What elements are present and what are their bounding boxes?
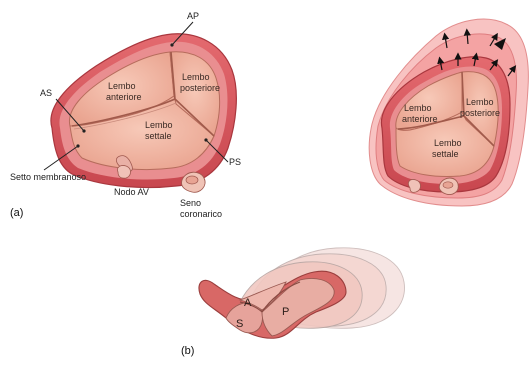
label-anterior-leaflet-1: Lembo [108, 81, 136, 91]
label-ps: PS [229, 157, 241, 167]
label-septal-leaflet-1: Lembo [145, 120, 173, 130]
label-ap: AP [187, 11, 199, 21]
label-letter-s: S [236, 318, 243, 331]
label-anterior-leaflet-right-1: Lembo [404, 103, 432, 113]
label-as: AS [40, 88, 52, 98]
label-coronary-sinus-2: coronarico [180, 209, 222, 219]
label-av-node: Nodo AV [114, 187, 149, 197]
caption-b: (b) [181, 345, 194, 358]
label-posterior-leaflet-1: Lembo [182, 72, 210, 82]
label-septal-leaflet-2: settale [145, 131, 172, 141]
coronary-sinus-shape [181, 172, 205, 192]
caption-a: (a) [10, 207, 23, 220]
label-anterior-leaflet-right-2: anteriore [402, 114, 438, 124]
label-letter-p: P [282, 306, 289, 319]
label-septal-leaflet-right-1: Lembo [434, 138, 462, 148]
label-posterior-leaflet-2: posteriore [180, 83, 220, 93]
valve-left [51, 34, 236, 188]
label-posterior-leaflet-right-2: posteriore [460, 108, 500, 118]
label-letter-a: A [244, 297, 251, 310]
label-posterior-leaflet-right-1: Lembo [466, 97, 494, 107]
label-anterior-leaflet-2: anteriore [106, 92, 142, 102]
coronary-sinus-shape-right [439, 178, 458, 195]
av-node-shape-right [408, 179, 420, 192]
valve-3d-saddle [199, 248, 405, 338]
label-membranous-septum: Setto membranoso [10, 172, 86, 182]
label-coronary-sinus-1: Seno [180, 198, 201, 208]
label-septal-leaflet-right-2: settale [432, 149, 459, 159]
